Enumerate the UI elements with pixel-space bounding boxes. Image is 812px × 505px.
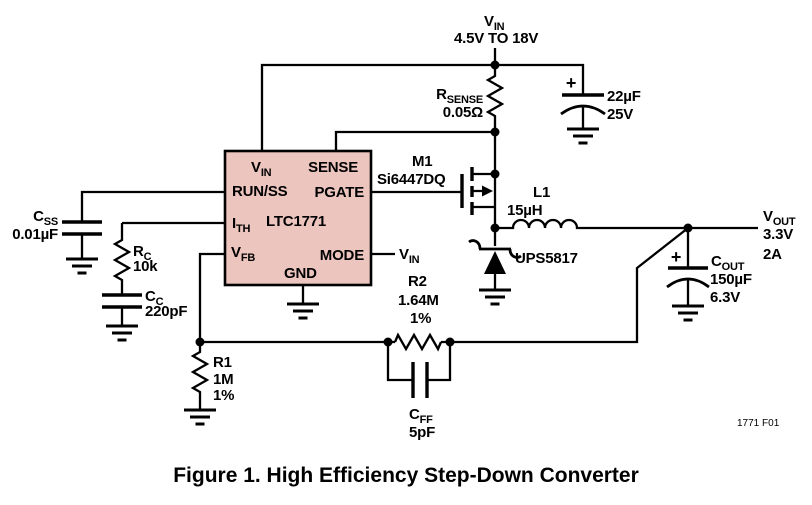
junction-dot	[490, 169, 500, 179]
rsense-value: 0.05Ω	[443, 104, 483, 121]
resistor-rc-with-ith-wire	[112, 221, 225, 295]
ic-ltc1771-body	[223, 149, 373, 287]
cin-rating: 25V	[607, 106, 633, 123]
wire-cff-left	[386, 342, 413, 382]
cc-name: CC	[145, 288, 164, 308]
pin-label-mode: MODE	[320, 247, 364, 264]
vout-current: 2A	[763, 246, 782, 263]
capacitor-cff	[411, 362, 429, 398]
rsense-name: RSENSE	[436, 86, 483, 106]
pin-label-vin: VIN	[251, 159, 272, 179]
capacitor-cc	[102, 293, 142, 309]
junction-dot	[195, 337, 205, 347]
css-name: CSS	[33, 208, 58, 228]
d1-anode-triangle	[484, 251, 506, 274]
junction-dot	[490, 60, 500, 70]
l1-value: 15µH	[507, 202, 542, 219]
wire-vfb	[198, 252, 225, 342]
ground-cin	[565, 127, 601, 145]
m1-ref: M1	[412, 153, 432, 170]
ground-r1	[182, 408, 218, 426]
wire-runss-to-css	[80, 190, 225, 222]
r2-tolerance: 1%	[410, 310, 431, 327]
pin-label-pgate: PGATE	[314, 184, 364, 201]
ground-d1	[477, 288, 513, 306]
figure-code: 1771 F01	[737, 418, 780, 429]
capacitors	[62, 93, 710, 398]
resistor-r1	[190, 342, 210, 410]
d1-schottky-hooks	[468, 239, 522, 259]
css-value: 0.01µF	[12, 226, 58, 243]
wire-cff-right	[427, 342, 452, 382]
cff-value: 5pF	[409, 424, 435, 441]
figure-caption: Figure 1. High Efficiency Step-Down Conv…	[173, 464, 639, 487]
cout-polarity: +	[671, 247, 681, 267]
pin-label-gnd: GND	[284, 265, 317, 282]
ground-cout	[670, 304, 706, 322]
junction-dot	[490, 223, 500, 233]
r1-ref: R1	[213, 354, 232, 371]
mode-tie-label: VIN	[399, 246, 420, 266]
ic-pin-labels: VIN SENSE RUN/SS PGATE ITH LTC1771 VFB M…	[231, 159, 364, 282]
pin-label-vfb: VFB	[231, 244, 255, 264]
capacitor-cout	[666, 266, 710, 289]
inductor-l1-and-vout-wire	[495, 218, 758, 230]
cin-polarity: +	[566, 73, 576, 93]
junction-dot	[445, 337, 455, 347]
cout-plate-curved	[666, 277, 710, 289]
cin-value: 22µF	[607, 88, 641, 105]
junction-dots	[195, 60, 693, 347]
cout-value: 150µF	[710, 271, 752, 288]
ic-part-number: LTC1771	[266, 213, 326, 230]
d1-part: UPS5817	[515, 250, 578, 267]
junction-dot	[383, 337, 393, 347]
capacitor-css	[62, 220, 102, 236]
vout-voltage: 3.3V	[763, 226, 793, 243]
wire-vin-to-cin	[495, 63, 585, 95]
r1-tolerance: 1%	[213, 387, 234, 404]
junction-dot	[683, 223, 693, 233]
pin-label-sense: SENSE	[308, 159, 358, 176]
m1-part: Si6447DQ	[377, 171, 446, 188]
r2-ref: R2	[408, 273, 427, 290]
wire-vin-to-ic	[260, 63, 495, 151]
junction-dot	[490, 127, 500, 137]
cc-value: 220pF	[145, 303, 187, 320]
resistor-r2	[393, 332, 443, 352]
r1-value: 1M	[213, 371, 233, 388]
resistors	[112, 65, 505, 410]
vout-label: VOUT	[763, 208, 796, 228]
ground-cc	[104, 324, 140, 342]
cin-plate-curved	[560, 104, 606, 116]
mosfet-m1	[460, 167, 495, 215]
vin-supply-label: VIN	[484, 13, 505, 33]
wire-sense	[334, 130, 495, 151]
rc-value: 10k	[133, 258, 158, 275]
ground-css	[64, 257, 100, 275]
schottky-diode-d1	[468, 239, 522, 274]
pin-label-ith: ITH	[232, 215, 250, 235]
rc-name: RC	[133, 243, 152, 263]
wire-fb-rail-right	[441, 227, 689, 344]
ground-ic	[285, 302, 321, 320]
pin-label-runss: RUN/SS	[232, 183, 288, 200]
cout-name: COUT	[711, 253, 745, 273]
vin-supply-range: 4.5V TO 18V	[454, 30, 538, 47]
cout-rating: 6.3V	[710, 289, 740, 306]
component-labels: VIN 4.5V TO 18V RSENSE 0.05Ω + 22µF 25V …	[12, 13, 796, 441]
l1-ref: L1	[533, 184, 550, 201]
capacitor-cin	[560, 93, 606, 116]
wires	[80, 48, 758, 382]
m1-body-arrow	[482, 185, 493, 197]
r2-value: 1.64M	[398, 292, 439, 309]
resistor-rsense	[485, 65, 505, 132]
cff-name: CFF	[409, 406, 433, 426]
